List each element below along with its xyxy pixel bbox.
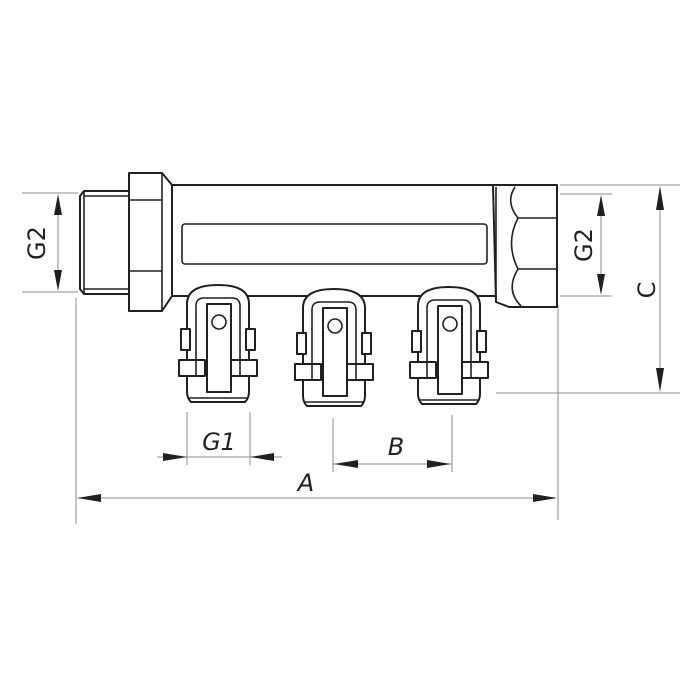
left-connector (79, 172, 173, 312)
outlet-3 (409, 286, 489, 405)
label-g1: G1 (202, 428, 236, 456)
outlet-2 (294, 288, 374, 407)
label-a: A (296, 469, 314, 497)
manifold-body (171, 184, 497, 297)
outlet-1 (178, 284, 258, 403)
dimension-labels: G2 G2 C G1 B A (23, 226, 661, 497)
label-b: B (388, 433, 404, 461)
label-right-g2: G2 (570, 228, 598, 262)
arrowheads (54, 186, 664, 502)
right-connector (492, 184, 558, 308)
label-c: C (633, 282, 661, 299)
label-left-g2: G2 (23, 226, 51, 260)
